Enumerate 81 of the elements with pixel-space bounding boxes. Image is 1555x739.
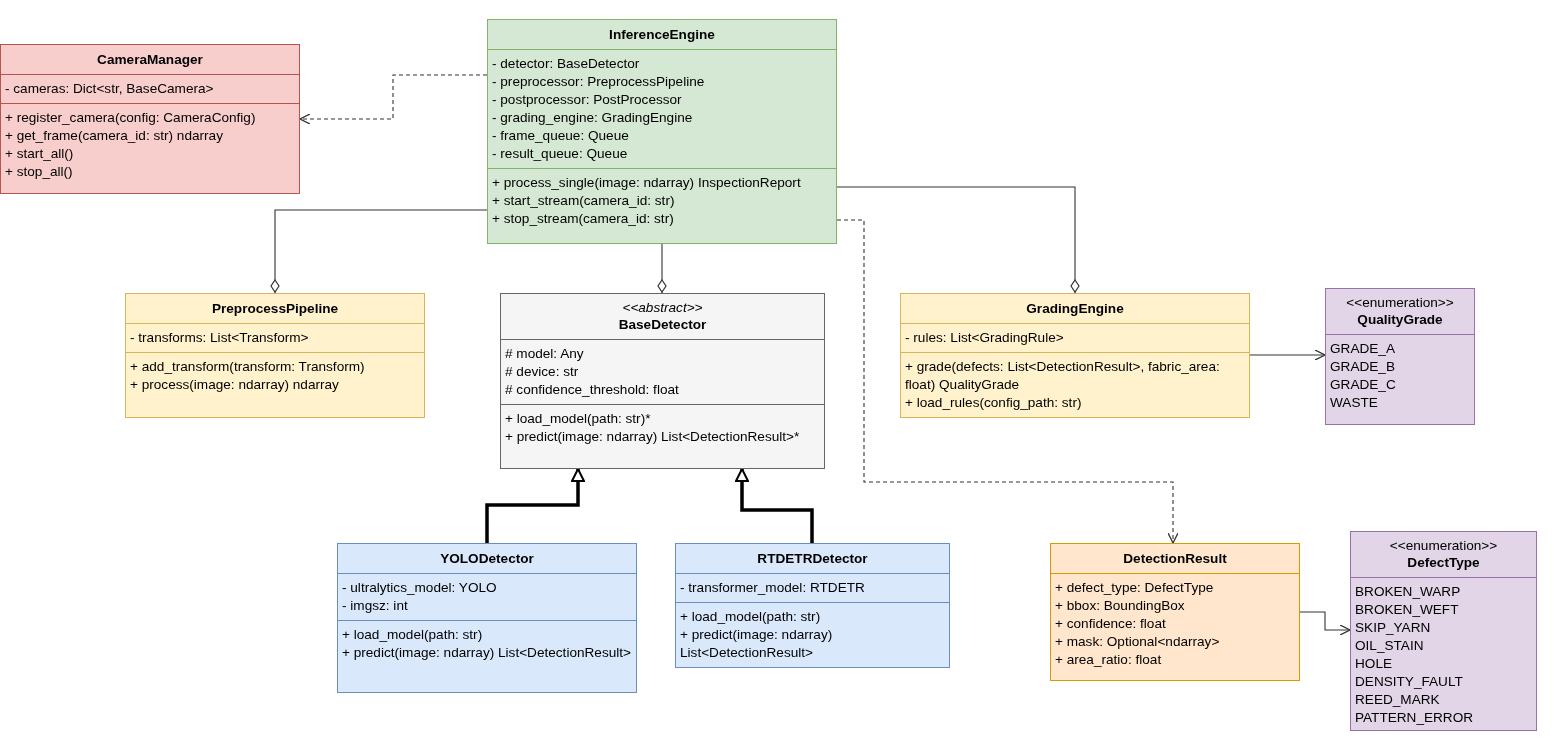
- method-text: + predict(image: ndarray) List<DetectionResult>: [680, 626, 834, 662]
- attribute-text: + bbox: BoundingBox: [1055, 597, 1186, 615]
- attribute-text: - detector: BaseDetector: [492, 55, 641, 73]
- class-box: [487, 19, 837, 244]
- enum-value: PATTERN_ERROR: [1355, 709, 1475, 727]
- attribute-text: # device: str: [505, 363, 580, 381]
- method-text: + register_camera(config: CameraConfig): [5, 109, 257, 127]
- method-text: + predict(image: ndarray) List<DetectionResult>: [342, 644, 632, 662]
- class-name: BaseDetector: [617, 316, 708, 334]
- class-name: GradingEngine: [1025, 300, 1125, 318]
- attribute-text: + defect_type: DefectType: [1055, 579, 1215, 597]
- attribute-text: - preprocessor: PreprocessPipeline: [492, 73, 706, 91]
- method-text: + load_model(path: str): [342, 626, 484, 644]
- class-box: [1050, 543, 1300, 681]
- enum-value: GRADE_C: [1330, 376, 1397, 394]
- stereotype-label: <<enumeration>>: [1388, 538, 1499, 554]
- class-name: DefectType: [1406, 554, 1481, 572]
- enum-value: REED_MARK: [1355, 691, 1441, 709]
- dependency-arrow: [299, 74, 488, 125]
- class-name: PreprocessPipeline: [210, 300, 340, 318]
- enum-value: DENSITY_FAULT: [1355, 673, 1464, 691]
- method-text: + load_rules(config_path: str): [905, 394, 1083, 412]
- class-box: [675, 543, 950, 668]
- class-box: [500, 293, 825, 469]
- enum-value: BROKEN_WARP: [1355, 583, 1462, 601]
- attribute-text: - transforms: List<Transform>: [130, 329, 310, 347]
- attribute-text: + area_ratio: float: [1055, 651, 1163, 669]
- enum-value: HOLE: [1355, 655, 1394, 673]
- enum-value: GRADE_A: [1330, 340, 1396, 358]
- attribute-text: - rules: List<GradingRule>: [905, 329, 1065, 347]
- attribute-text: - transformer_model: RTDETR: [680, 579, 866, 597]
- enum-value: GRADE_B: [1330, 358, 1396, 376]
- class-box: [0, 44, 300, 194]
- association-arrow: [1299, 611, 1351, 636]
- attribute-text: - ultralytics_model: YOLO: [342, 579, 498, 597]
- method-text: + get_frame(camera_id: str) ndarray: [5, 127, 224, 145]
- attribute-text: # model: Any: [505, 345, 585, 363]
- method-text: + load_model(path: str): [680, 608, 822, 626]
- enum-value: BROKEN_WEFT: [1355, 601, 1460, 619]
- inheritance-arrow: [485, 468, 585, 543]
- class-box: [125, 293, 425, 418]
- class-name: InferenceEngine: [608, 26, 716, 44]
- attribute-text: + mask: Optional<ndarray>: [1055, 633, 1221, 651]
- aggregation-connector: [836, 186, 1080, 294]
- class-box: [1350, 531, 1537, 731]
- attribute-text: - frame_queue: Queue: [492, 127, 630, 145]
- inheritance-arrow: [735, 468, 814, 543]
- stereotype-label: <<enumeration>>: [1345, 295, 1455, 311]
- class-name: DetectionResult: [1122, 550, 1228, 568]
- attribute-text: # confidence_threshold: float: [505, 381, 680, 399]
- aggregation-connector: [657, 243, 667, 294]
- method-text: + stop_all(): [5, 163, 74, 181]
- class-name: CameraManager: [96, 51, 204, 69]
- attribute-text: - cameras: Dict<str, BaseCamera>: [5, 80, 215, 98]
- method-text: + start_stream(camera_id: str): [492, 192, 676, 210]
- class-name: QualityGrade: [1356, 311, 1444, 329]
- attribute-text: - postprocessor: PostProcessor: [492, 91, 683, 109]
- class-box: [900, 293, 1250, 418]
- enum-value: OIL_STAIN: [1355, 637, 1425, 655]
- attribute-text: - result_queue: Queue: [492, 145, 629, 163]
- method-text: + start_all(): [5, 145, 75, 163]
- method-text: + load_model(path: str)*: [505, 410, 652, 428]
- attribute-text: - grading_engine: GradingEngine: [492, 109, 694, 127]
- class-box: [337, 543, 637, 693]
- association-arrow: [1249, 349, 1326, 361]
- enum-value: WASTE: [1330, 394, 1379, 412]
- stereotype-label: <<abstract>>: [621, 300, 704, 316]
- attribute-text: - imgsz: int: [342, 597, 409, 615]
- enum-value: SKIP_YARN: [1355, 619, 1432, 637]
- attribute-text: + confidence: float: [1055, 615, 1167, 633]
- aggregation-connector: [270, 209, 488, 294]
- method-text: + predict(image: ndarray) List<DetectionResult>*: [505, 428, 801, 446]
- method-text: + process(image: ndarray) ndarray: [130, 376, 340, 394]
- method-text: + grade(defects: List<DetectionResult>, fabric_area: float) QualityGrade: [905, 358, 1221, 394]
- method-text: + process_single(image: ndarray) InspectionReport: [492, 174, 802, 192]
- class-box: [1325, 288, 1475, 425]
- class-name: RTDETRDetector: [756, 550, 869, 568]
- method-text: + stop_stream(camera_id: str): [492, 210, 675, 228]
- method-text: + add_transform(transform: Transform): [130, 358, 366, 376]
- class-name: YOLODetector: [439, 550, 535, 568]
- dependency-arrow: [836, 219, 1179, 544]
